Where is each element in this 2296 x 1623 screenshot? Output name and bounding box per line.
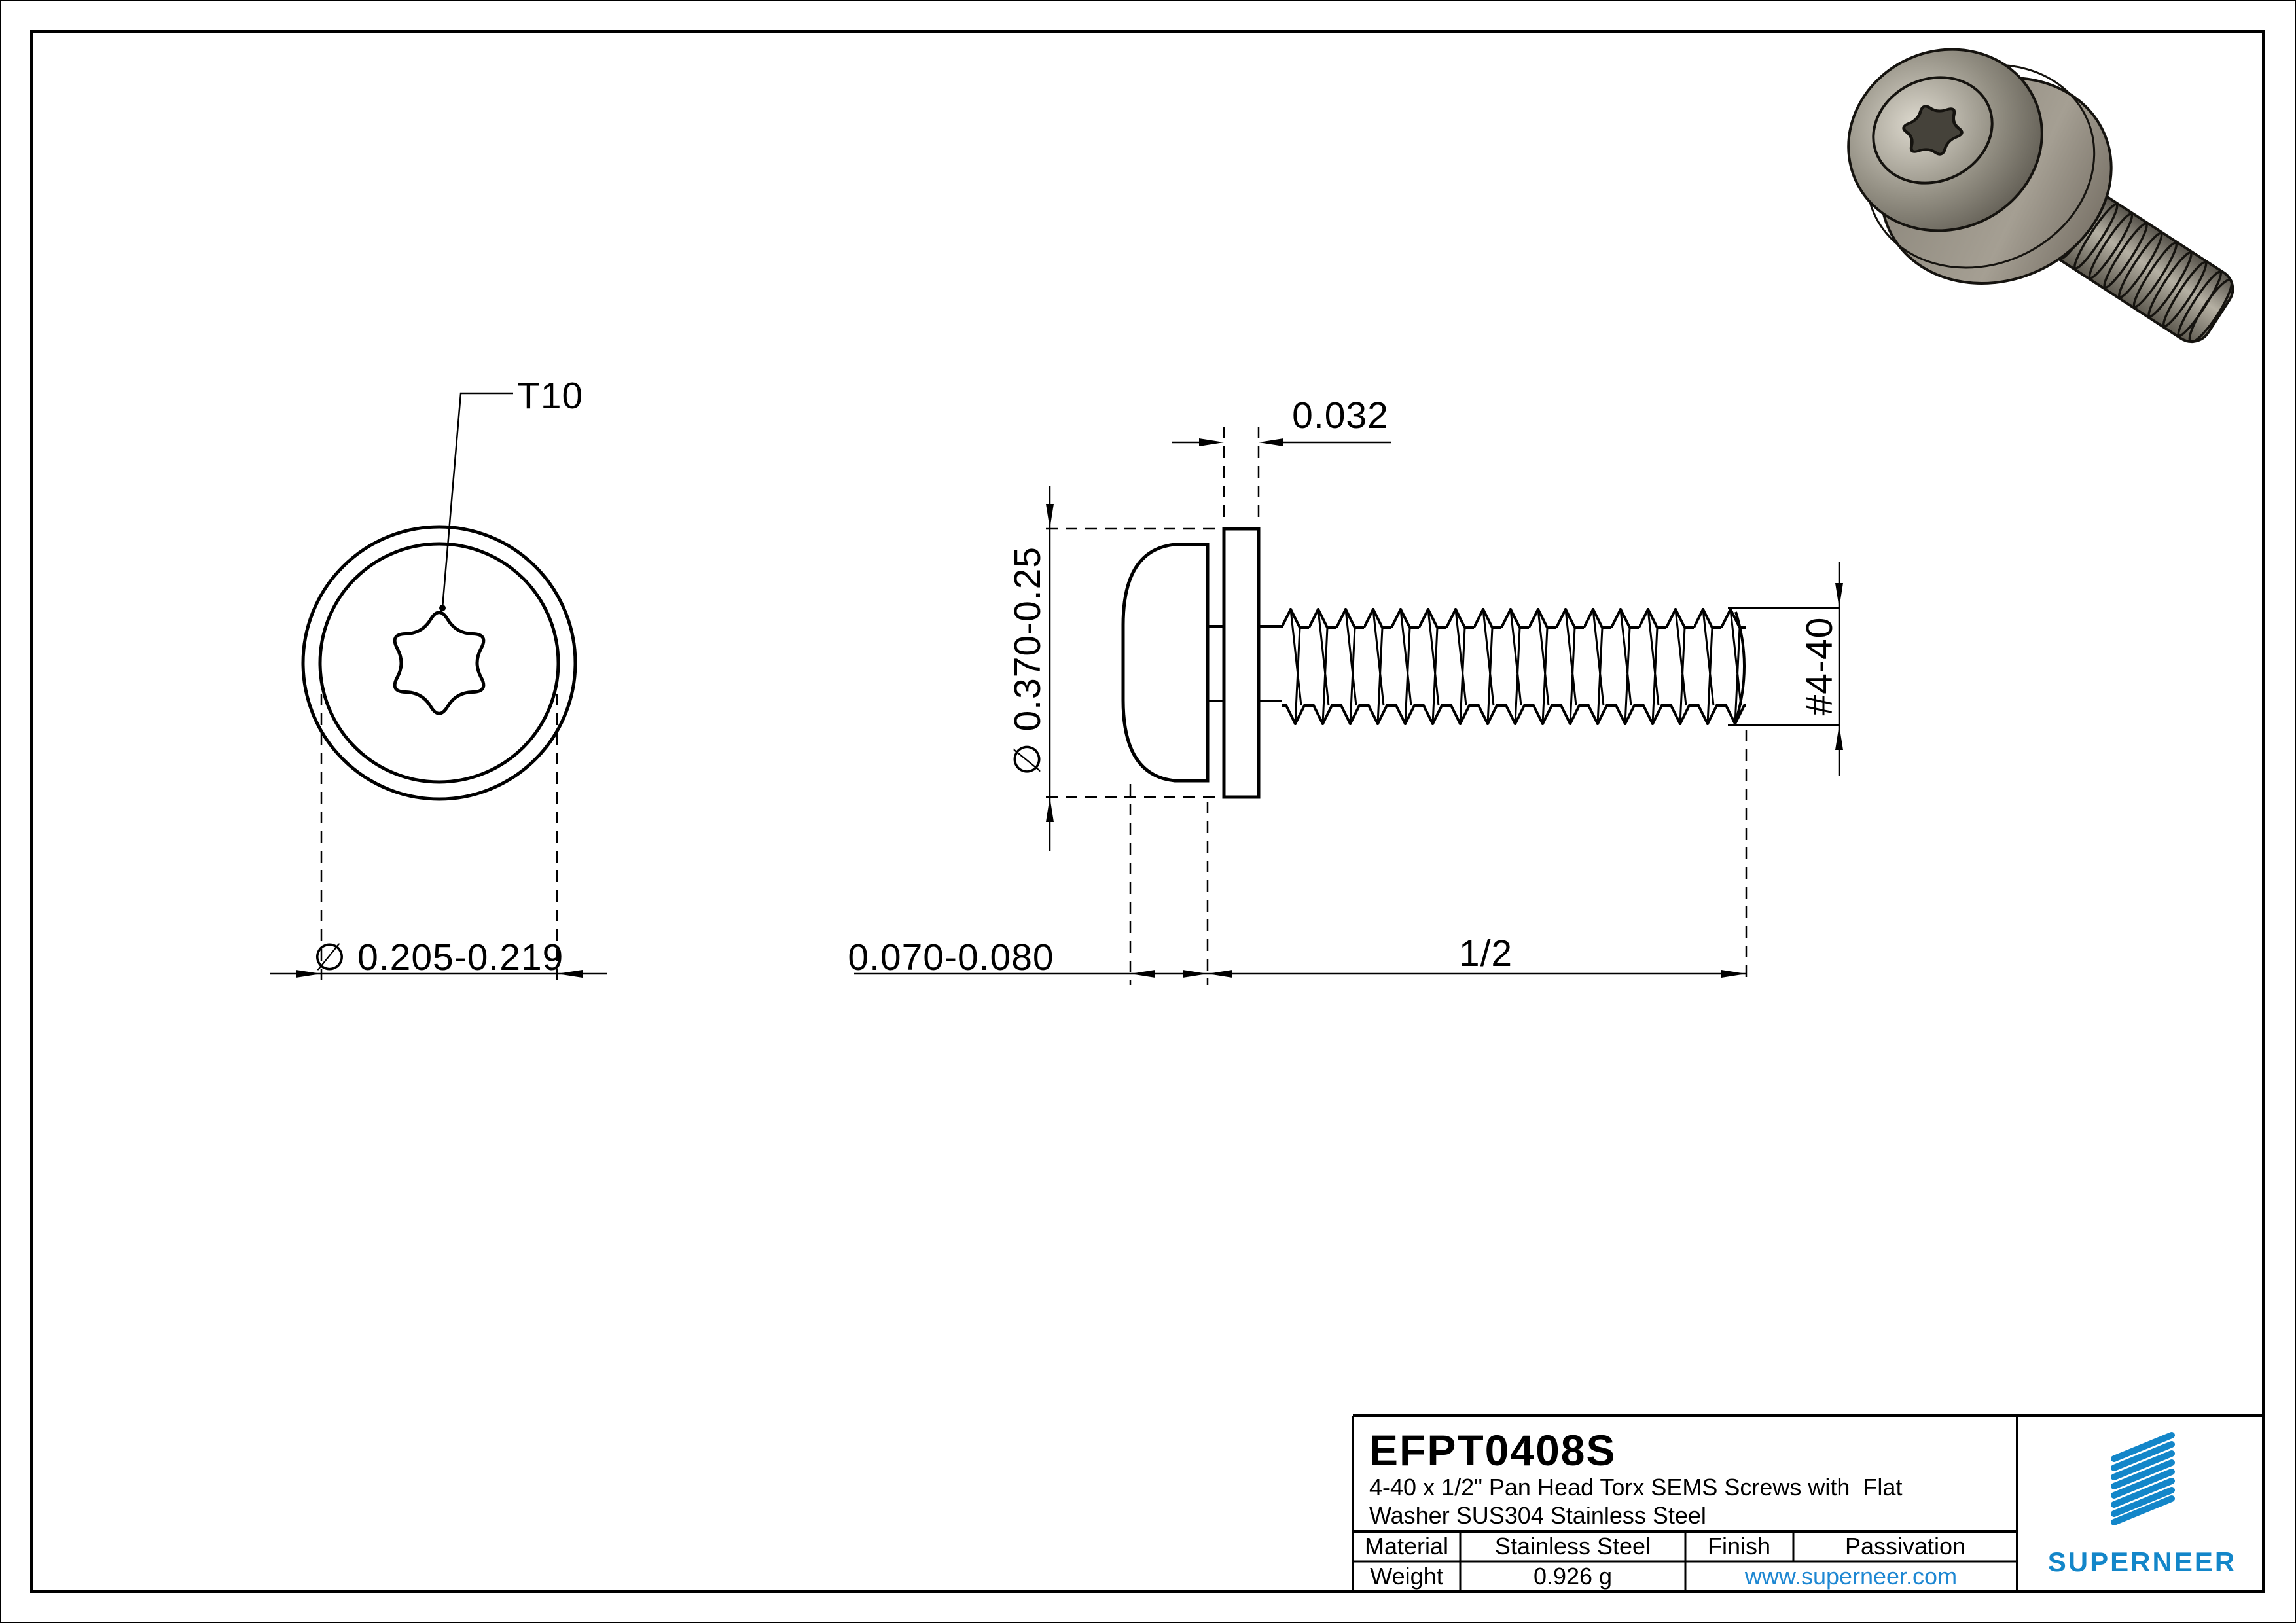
torx-size-label: T10: [517, 375, 584, 417]
screw-3d-render: [1847, 48, 2234, 344]
bottom-dimensions: [854, 730, 1748, 985]
thread-size-dimension: [1728, 562, 1843, 776]
washer-profile: [1222, 527, 1261, 799]
inner-frame: [30, 30, 2265, 1593]
thread-end: [1734, 611, 1746, 722]
shank-lines: [1208, 625, 1282, 702]
washer-od-dimension-text: ∅ 0.370-0.25: [1007, 546, 1049, 776]
head-height-dimension-text: 0.070-0.080: [848, 936, 1054, 978]
part-description-line2: Washer SUS304 Stainless Steel: [1369, 1502, 1706, 1529]
thread-profile: [1282, 608, 1746, 725]
washer-outline-circle: [301, 525, 577, 801]
weight-label: Weight: [1370, 1563, 1443, 1590]
front-diameter-dimension: [270, 674, 607, 985]
thread-size-dimension-text: #4-40: [1799, 616, 1840, 716]
washer-thickness-dimension: [1172, 427, 1391, 524]
diagonal-stripes-logo-icon: [2111, 1432, 2175, 1525]
part-number: EFPT0408S: [1369, 1426, 1617, 1474]
washer-thickness-dimension-text: 0.032: [1292, 395, 1389, 437]
brand-name: SUPERNEER: [2047, 1546, 2237, 1577]
finish-value: Passivation: [1844, 1533, 1966, 1560]
length-dimension-text: 1/2: [1458, 933, 1513, 974]
title-block-lines: [1352, 1414, 2263, 1592]
website-link[interactable]: www.superneer.com: [1744, 1563, 1958, 1590]
material-label: Material: [1364, 1533, 1449, 1560]
weight-value: 0.926 g: [1533, 1563, 1613, 1590]
washer-od-dimension: [1046, 486, 1221, 851]
torx-socket-outline: [395, 613, 484, 714]
material-value: Stainless Steel: [1494, 1533, 1651, 1560]
torx-leader-line: [439, 392, 513, 611]
side-view: [854, 427, 1843, 985]
head-profile: [1121, 543, 1210, 783]
head-outline-circle: [318, 542, 560, 784]
finish-label: Finish: [1707, 1533, 1771, 1560]
front-view: [270, 392, 607, 985]
part-description-line1: 4-40 x 1/2" Pan Head Torx SEMS Screws wi…: [1369, 1474, 1903, 1501]
head-diameter-dimension-text: ∅ 0.205-0.219: [313, 936, 564, 978]
